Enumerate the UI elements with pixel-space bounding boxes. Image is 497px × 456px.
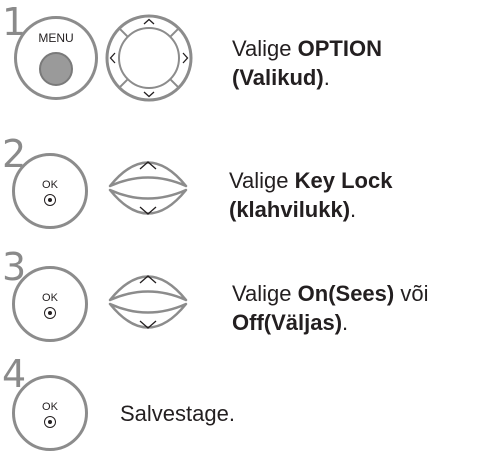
step-3: 3 OK Valige On(Sees) või Off(Väljas). [0, 248, 497, 358]
ok-button-label: OK [42, 401, 58, 413]
ok-button[interactable]: OK [12, 266, 88, 342]
menu-button-label: MENU [38, 31, 74, 45]
ok-dot-icon [44, 307, 56, 319]
text-suffix: või [394, 281, 429, 306]
text-bold: (Valikud) [232, 65, 324, 90]
text-suffix: . [342, 310, 349, 335]
text-bold: OPTION [297, 36, 382, 61]
step-4: 4 OK Salvestage. [0, 355, 497, 455]
text-bold: On(Sees) [297, 281, 395, 306]
menu-button[interactable]: MENU [14, 16, 98, 100]
ok-dot-icon [44, 194, 56, 206]
text-prefix: Valige [232, 281, 298, 306]
directional-pad-icon[interactable] [104, 13, 194, 103]
step-3-instruction: Valige On(Sees) või Off(Väljas). [232, 279, 428, 337]
step-4-instruction: Salvestage. [120, 401, 235, 426]
text-bold: Off(Väljas) [232, 310, 343, 335]
step-2-instruction: Valige Key Lock (klahvilukk). [229, 166, 392, 224]
step-1: 1 MENU Valige OPTION (Valikud). [0, 0, 497, 110]
up-down-keys-icon[interactable] [105, 143, 191, 233]
ok-dot-icon [44, 416, 56, 428]
text-suffix: . [350, 197, 357, 222]
text-bold: (klahvilukk) [229, 197, 351, 222]
text-prefix: Valige [229, 168, 295, 193]
up-down-keys-icon[interactable] [105, 257, 191, 347]
step-2: 2 OK Valige Key Lock (klahvilukk). [0, 135, 497, 245]
text-prefix: Valige [232, 36, 298, 61]
ok-button-label: OK [42, 292, 58, 304]
ok-button[interactable]: OK [12, 375, 88, 451]
ok-button[interactable]: OK [12, 153, 88, 229]
step-1-instruction: Valige OPTION (Valikud). [232, 34, 382, 92]
ok-button-label: OK [42, 179, 58, 191]
text-suffix: . [323, 65, 330, 90]
menu-button-dot [39, 52, 73, 86]
text-bold: Key Lock [294, 168, 393, 193]
